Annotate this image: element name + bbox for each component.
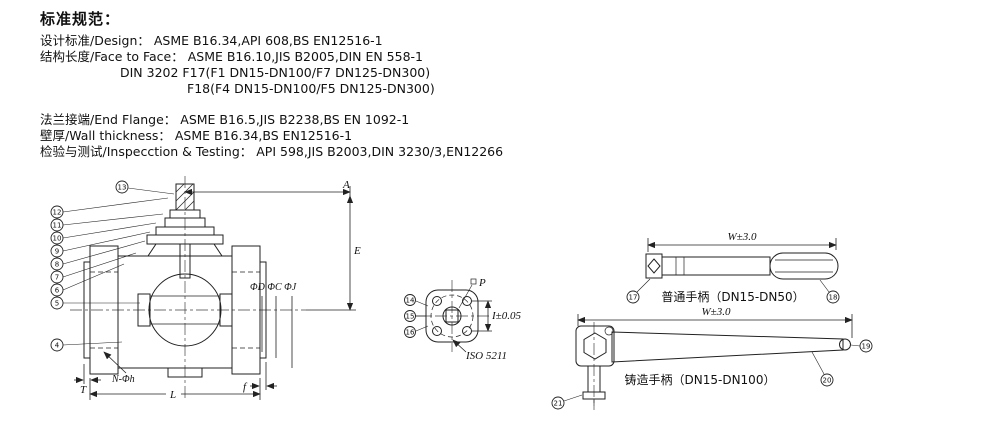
spec-line-wall-thickness: 壁厚/Wall thickness： ASME B16.34,BS EN1251… <box>40 128 353 143</box>
callout-16 <box>404 326 416 338</box>
spec-line-end-flange: 法兰接端/End Flange： ASME B16.5,JIS B2238,BS… <box>40 112 410 127</box>
dim-label-T: T <box>80 384 87 396</box>
svg-text:13: 13 <box>118 184 127 192</box>
svg-text:5: 5 <box>55 300 59 308</box>
callout-8 <box>50 257 64 271</box>
callout-6 <box>50 283 64 297</box>
callout-18 <box>826 290 840 304</box>
cast-handle-caption: 铸造手柄（DN15-DN100） <box>625 372 776 387</box>
svg-text:11: 11 <box>53 222 62 230</box>
page-title: 标准规范： <box>40 10 121 28</box>
valve-section-drawing: A E ΦD ΦC ΦJ L f <box>50 176 361 401</box>
dim-label-W-cast: W±3.0 <box>702 306 731 318</box>
callout-7 <box>50 270 64 284</box>
svg-text:15: 15 <box>406 313 415 321</box>
spec-line-face-to-face: 结构长度/Face to Face： ASME B16.10,JIS B2005… <box>40 49 424 64</box>
svg-text:20: 20 <box>823 377 832 385</box>
callout-4 <box>50 338 64 352</box>
dim-label-I: I±0.05 <box>491 310 521 322</box>
dim-label-diameters: ΦD ΦC ΦJ <box>250 282 297 293</box>
svg-text:10: 10 <box>53 235 62 243</box>
lever-head <box>575 325 615 367</box>
callout-21 <box>551 396 565 410</box>
callout-20 <box>820 373 834 387</box>
svg-text:6: 6 <box>55 287 60 295</box>
callout-19 <box>859 339 873 353</box>
callout-17 <box>626 290 640 304</box>
plain-handle-caption: 普通手柄（DN15-DN50） <box>661 290 804 304</box>
valve-stem-assembly <box>146 183 224 279</box>
plain-handle-drawing: W±3.0 17 18 普通手柄（DN15-DN50） <box>626 231 840 304</box>
svg-text:4: 4 <box>55 342 60 350</box>
svg-text:14: 14 <box>406 297 415 305</box>
spec-line-din3202: DIN 3202 F17(F1 DN15-DN100/F7 DN125-DN30… <box>120 65 431 80</box>
svg-text:18: 18 <box>829 294 838 302</box>
callout-14 <box>404 294 416 306</box>
valve-body <box>83 245 267 378</box>
svg-text:9: 9 <box>55 248 59 256</box>
valve-ball <box>148 273 222 347</box>
svg-text:19: 19 <box>862 343 871 351</box>
spec-list: 设计标准/Design： ASME B16.34,API 608,BS EN12… <box>40 33 503 160</box>
callout-12 <box>50 205 64 219</box>
svg-text:17: 17 <box>629 294 638 302</box>
square-drive <box>445 309 459 323</box>
callout-9 <box>50 244 64 258</box>
svg-text:12: 12 <box>53 209 62 217</box>
dim-label-bolt-holes: N-Φh <box>111 374 135 385</box>
svg-text:21: 21 <box>554 400 563 408</box>
lever-arm <box>611 331 844 363</box>
valve-callouts: 13 12 11 10 9 8 7 <box>50 180 175 352</box>
dim-label-W-plain: W±3.0 <box>728 231 757 243</box>
spec-line-design: 设计标准/Design： ASME B16.34,API 608,BS EN12… <box>40 33 383 48</box>
iso5211-label: ISO 5211 <box>465 350 507 362</box>
callout-13 <box>115 180 129 194</box>
dim-label-E: E <box>353 245 361 257</box>
svg-text:7: 7 <box>55 274 59 282</box>
cast-handle-drawing: W±3.0 19 20 21 铸造手柄（DN15-DN100） <box>551 306 873 410</box>
spec-line-inspection: 检验与测试/Inspecction & Testing： API 598,JIS… <box>40 144 504 159</box>
dim-label-f: f <box>243 381 248 393</box>
svg-text:8: 8 <box>55 261 59 269</box>
svg-text:16: 16 <box>406 329 415 337</box>
valve-dimensions: A E ΦD ΦC ΦJ L f <box>74 179 361 401</box>
dim-label-L: L <box>169 389 176 401</box>
callout-15 <box>404 310 416 322</box>
handle-grip <box>769 252 839 280</box>
callout-5 <box>50 296 64 310</box>
callout-11 <box>50 218 64 232</box>
iso5211-callouts: 14 15 16 <box>404 294 429 338</box>
spec-line-f18: F18(F4 DN15-DN100/F5 DN125-DN300) <box>187 81 435 96</box>
iso5211-view: P I±0.05 ISO 5211 14 15 16 <box>404 277 521 362</box>
callout-10 <box>50 231 64 245</box>
dim-label-P: P <box>478 277 486 289</box>
dim-label-A: A <box>342 179 350 191</box>
square-symbol <box>470 278 477 285</box>
